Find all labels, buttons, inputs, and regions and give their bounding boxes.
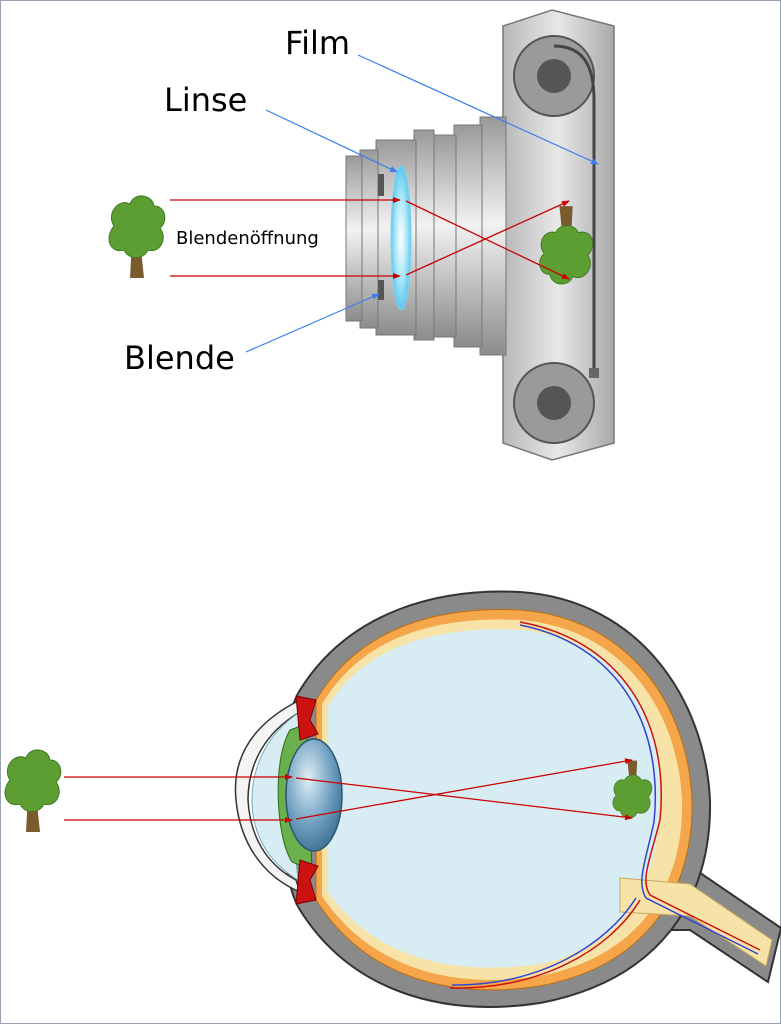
aperture-blade-top (378, 174, 384, 196)
eye-iris-bottom (295, 859, 319, 905)
lens-barrel-ring (413, 129, 435, 341)
lens-barrel-ring (345, 155, 363, 322)
tree-object-camera (108, 195, 166, 279)
eye (4, 590, 781, 1008)
optic-nerve (619, 877, 773, 967)
eye-light-rays (64, 758, 633, 823)
tree-object-eye (4, 749, 62, 833)
camera-lens (390, 165, 412, 311)
aperture-blade-bottom (378, 280, 384, 300)
eye-iris-top (295, 695, 319, 741)
lens-barrel-ring (453, 124, 483, 348)
label-film: Film (285, 24, 350, 62)
label-blendenoeffnung: Blendenöffnung (176, 228, 319, 249)
camera: Film Linse Blendenöffnung Blende (108, 9, 615, 461)
lens-barrel-ring (431, 134, 457, 338)
label-linse: Linse (164, 81, 247, 119)
retinal-vessels (449, 621, 761, 989)
eye-vitreous (328, 629, 661, 968)
eye-lens (285, 738, 343, 852)
label-pointers (245, 54, 599, 353)
film-strip (553, 44, 596, 372)
camera-light-rays (170, 197, 570, 280)
label-blende: Blende (124, 339, 235, 377)
